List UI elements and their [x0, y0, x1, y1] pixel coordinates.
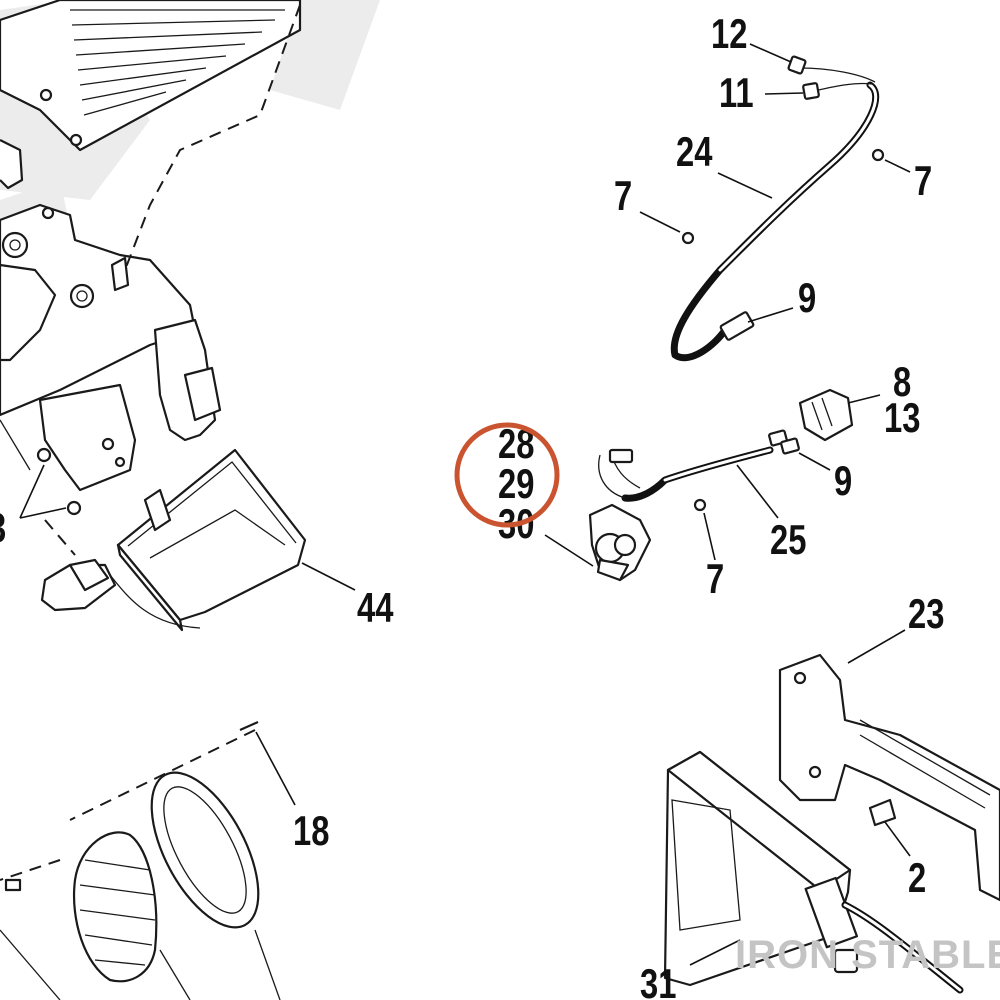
callout-2: 2 [908, 854, 926, 901]
amplifier-heatsink [0, 0, 302, 190]
callout-8: 8 [893, 358, 911, 405]
switch-assembly [588, 448, 652, 582]
callout-44: 44 [357, 584, 393, 631]
callout-7-lower: 7 [706, 555, 724, 602]
callout-18: 18 [293, 807, 329, 854]
callout-7-upper-right: 7 [914, 157, 932, 204]
leader-lines [19, 43, 911, 966]
callout-31: 31 [640, 960, 676, 1000]
dashed-alignment-lines [0, 4, 301, 881]
callout-25: 25 [770, 516, 806, 563]
bracket-23 [778, 653, 1000, 902]
harness-25 [621, 388, 854, 512]
callout-3: 3 [0, 504, 6, 551]
callout-12: 12 [711, 10, 747, 57]
callout-13: 13 [884, 394, 920, 441]
callout-7-upper-left: 7 [614, 172, 632, 219]
module-44 [40, 448, 307, 632]
module-31 [663, 750, 964, 994]
callout-29: 29 [498, 460, 534, 507]
harness-24 [670, 55, 885, 362]
callout-9-lower: 9 [834, 457, 852, 504]
mounting-bracket [0, 203, 222, 516]
callout-23: 23 [908, 590, 944, 637]
watermark-text: IRON STABLE [735, 933, 1000, 977]
highlight-circle [454, 422, 560, 528]
callout-9-upper: 9 [798, 274, 816, 321]
speaker-18 [0, 720, 281, 1000]
callout-labels: 12 11 24 7 7 9 8 13 28 29 30 9 25 7 3 44… [0, 10, 944, 1000]
callout-24: 24 [676, 128, 712, 175]
callout-11: 11 [719, 69, 754, 116]
